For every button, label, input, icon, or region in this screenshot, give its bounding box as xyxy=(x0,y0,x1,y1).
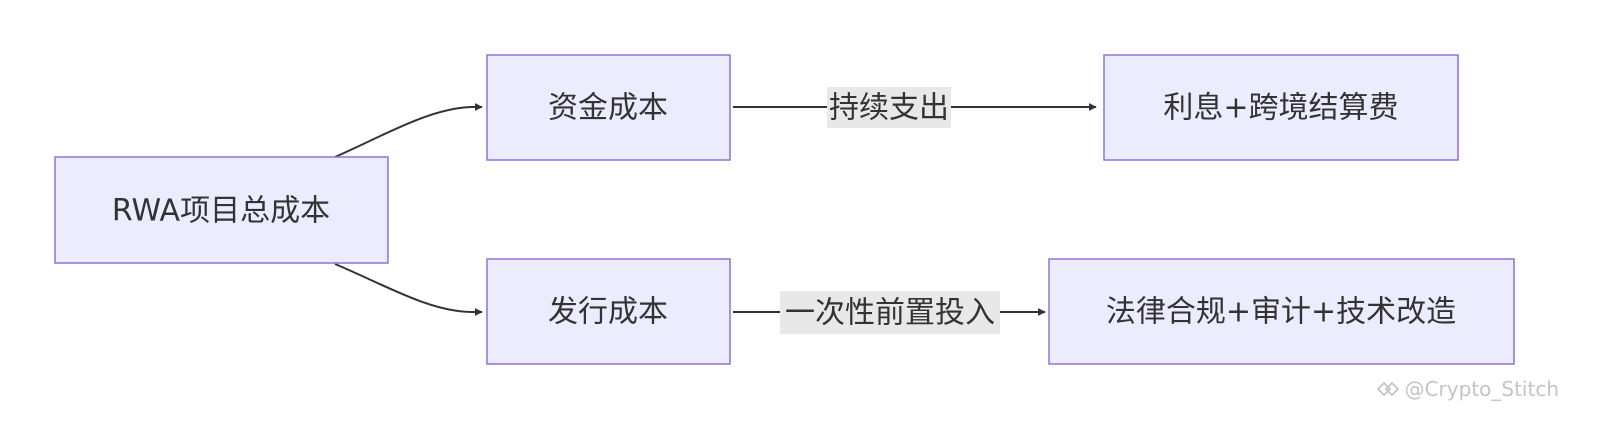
edge-label-funding: 持续支出 xyxy=(827,87,951,128)
node-total-cost[interactable]: RWA项目总成本 xyxy=(54,156,389,264)
edge-label-issuance-text: 一次性前置投入 xyxy=(785,296,995,331)
node-issuance-cost-label: 发行成本 xyxy=(548,295,668,330)
edge-label-issuance: 一次性前置投入 xyxy=(780,291,1000,334)
node-total-cost-label: RWA项目总成本 xyxy=(112,194,330,229)
node-interest-fees-label: 利息+跨境结算费 xyxy=(1163,91,1398,126)
node-legal-audit-tech-label: 法律合规+审计+技术改造 xyxy=(1106,295,1456,330)
node-legal-audit-tech[interactable]: 法律合规+审计+技术改造 xyxy=(1048,258,1515,365)
node-issuance-cost[interactable]: 发行成本 xyxy=(486,258,731,365)
watermark-logo-icon xyxy=(1375,379,1401,399)
watermark-text: @Crypto_Stitch xyxy=(1404,377,1559,401)
edge-total-to-issuance xyxy=(334,263,483,316)
edge-total-to-funding xyxy=(334,103,483,158)
watermark: @Crypto_Stitch xyxy=(1375,377,1559,401)
node-funding-cost-label: 资金成本 xyxy=(548,91,668,126)
node-interest-fees[interactable]: 利息+跨境结算费 xyxy=(1103,54,1459,161)
edge-label-funding-text: 持续支出 xyxy=(829,91,949,126)
node-funding-cost[interactable]: 资金成本 xyxy=(486,54,731,161)
